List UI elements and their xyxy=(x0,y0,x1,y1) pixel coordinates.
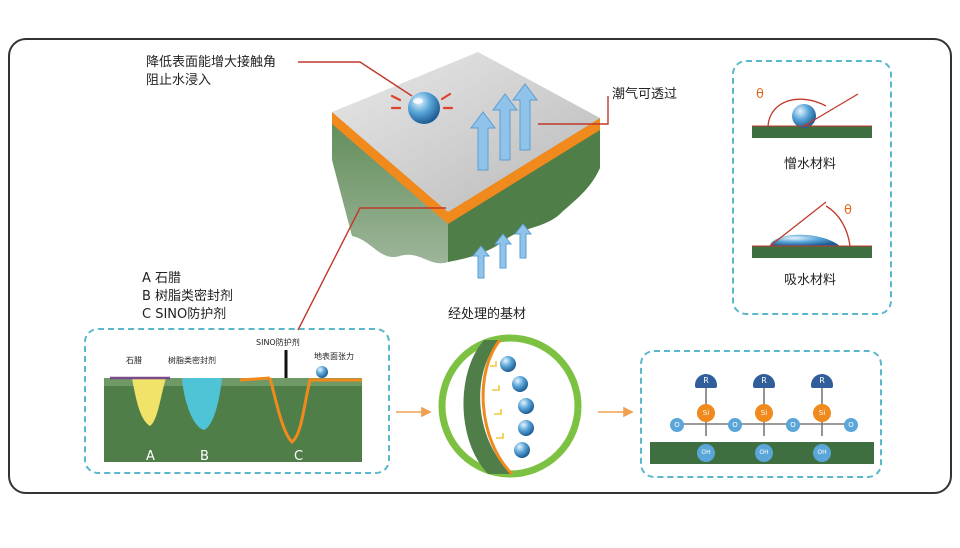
label-treated-substrate: 经处理的基材 xyxy=(448,307,527,322)
cs-label-wax: 石腊 xyxy=(126,356,142,365)
atom-r: R xyxy=(695,374,717,388)
cs-label-b: B xyxy=(200,449,209,464)
atom-si: Si xyxy=(813,404,831,422)
label-hydrophobic-material: 憎水材料 xyxy=(784,157,837,172)
outer-frame xyxy=(8,38,952,494)
cross-section-figure xyxy=(104,350,362,462)
leader-lines xyxy=(297,61,609,331)
atom-r: R xyxy=(753,374,775,388)
cs-label-c: C xyxy=(294,449,304,464)
cs-label-surface-tension: 地表面张力 xyxy=(314,352,354,361)
atom-o: O xyxy=(844,418,858,432)
moisture-arrows-icon xyxy=(470,83,538,279)
cs-label-sino: SINO防护剂 xyxy=(256,338,300,347)
absorbent-angle-figure xyxy=(752,201,872,258)
label-theta-top: θ xyxy=(756,87,764,102)
label-absorbent-material: 吸水材料 xyxy=(784,273,837,288)
contact-angle-panel xyxy=(732,60,892,315)
atom-oh: OH xyxy=(755,444,773,462)
legend-c: C SINO防护剂 xyxy=(142,307,227,322)
molecule-panel xyxy=(640,350,882,478)
atom-o: O xyxy=(786,418,800,432)
atom-r: R xyxy=(811,374,833,388)
flow-arrows xyxy=(396,406,634,418)
atom-si: Si xyxy=(755,404,773,422)
label-moisture-permeable: 潮气可透过 xyxy=(612,87,678,102)
cross-section-panel xyxy=(84,328,390,474)
legend-a: A 石腊 xyxy=(142,271,182,286)
treated-substrate-figure xyxy=(438,334,582,478)
label-prevent-water: 阻止水浸入 xyxy=(146,73,212,88)
atom-oh: OH xyxy=(813,444,831,462)
atom-si: Si xyxy=(697,404,715,422)
legend-b: B 树脂类密封剂 xyxy=(142,289,234,304)
label-reduce-surface-energy: 降低表面能增大接触角 xyxy=(146,55,277,70)
cs-label-a: A xyxy=(146,449,155,464)
hydrophobic-angle-figure xyxy=(752,93,872,138)
atom-o: O xyxy=(670,418,684,432)
label-theta-bottom: θ xyxy=(844,203,852,218)
treated-block xyxy=(332,52,600,264)
atom-oh: OH xyxy=(697,444,715,462)
atom-o: O xyxy=(728,418,742,432)
cs-label-resin: 树脂类密封剂 xyxy=(168,356,216,365)
water-droplet-icon xyxy=(390,92,454,124)
